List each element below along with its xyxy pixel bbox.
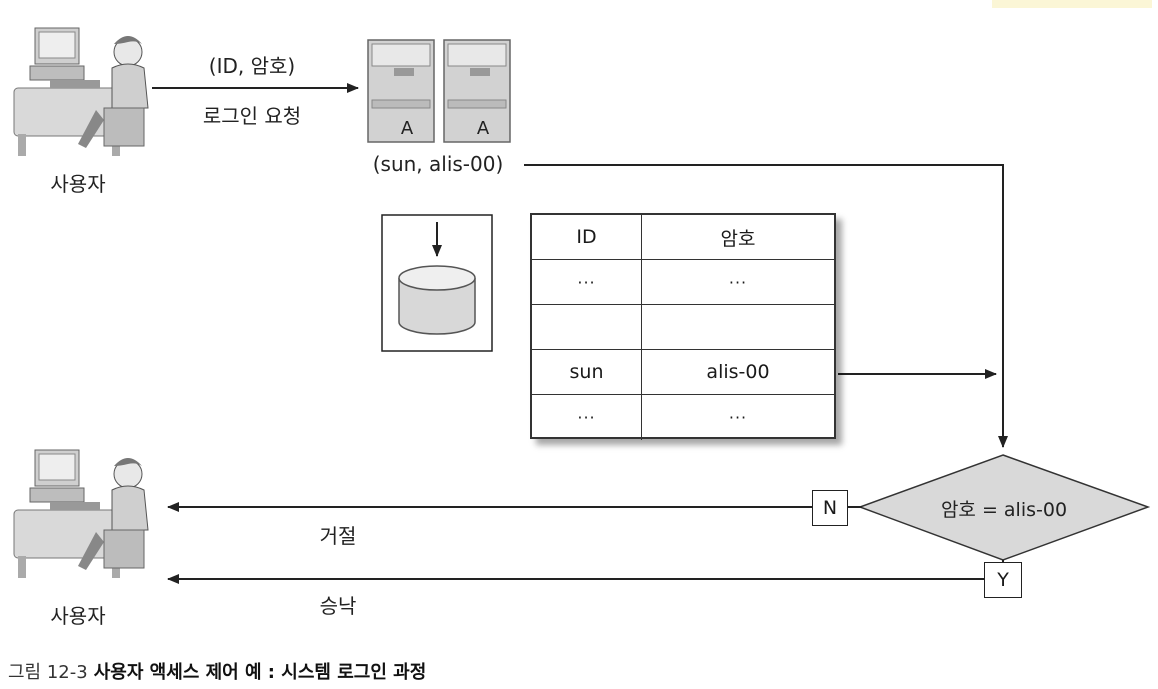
credentials-label: (sun, alis-00) xyxy=(372,152,504,176)
table-header-id: ID xyxy=(532,215,642,259)
figure-number: 그림 12-3 xyxy=(8,662,88,683)
user-label-bottom: 사용자 xyxy=(50,604,106,628)
table-header-password: 암호 xyxy=(720,227,756,250)
server-label-2: A xyxy=(476,118,490,139)
credentials-flow-arrow xyxy=(524,164,1008,448)
no-branch-box: N xyxy=(812,490,848,526)
table-cell-password: ··· xyxy=(728,272,748,292)
table-cell-id: ··· xyxy=(532,260,642,304)
user-computer-icon-top xyxy=(13,27,149,156)
server-icon-1 xyxy=(367,39,435,143)
table-cell-id xyxy=(532,305,642,349)
request-params-label: (ID, 암호) xyxy=(208,54,296,78)
user-computer-icon-bottom xyxy=(13,449,149,578)
table-cell-password: ··· xyxy=(728,408,748,427)
yes-branch-label: Y xyxy=(997,569,1009,591)
table-row-match: sun alis-00 xyxy=(532,350,834,395)
table-row xyxy=(532,305,834,350)
server-icon-2 xyxy=(443,39,511,143)
table-cell-id: ··· xyxy=(532,395,642,440)
database-cylinder-icon xyxy=(398,265,476,335)
reject-label: 거절 xyxy=(319,524,357,548)
table-cell-id: sun xyxy=(532,350,642,394)
login-request-label: 로그인 요청 xyxy=(202,104,302,128)
top-highlight-strip xyxy=(992,0,1152,8)
table-row: ··· ··· xyxy=(532,395,834,440)
accept-label: 승낙 xyxy=(319,594,357,618)
table-cell-password xyxy=(642,305,834,349)
user-password-table: ID 암호 ··· ··· sun alis-00 ··· ··· xyxy=(530,213,836,440)
server-label-1: A xyxy=(400,118,414,139)
table-cell-password: alis-00 xyxy=(706,361,770,383)
no-branch-label: N xyxy=(822,497,838,519)
table-header-row: ID 암호 xyxy=(532,215,834,260)
user-label-top: 사용자 xyxy=(50,172,106,196)
figure-title: 사용자 액세스 제어 예 : 시스템 로그인 과정 xyxy=(93,662,427,683)
table-row: ··· ··· xyxy=(532,260,834,305)
password-condition-label: 암호 = alis-00 xyxy=(940,499,1068,521)
yes-branch-box: Y xyxy=(984,562,1022,598)
